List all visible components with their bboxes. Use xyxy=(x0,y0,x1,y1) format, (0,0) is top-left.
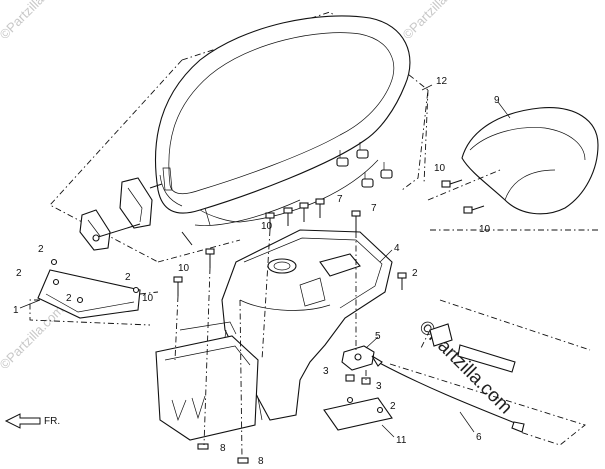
watermark-top-left: ©Partzilla.com xyxy=(0,0,67,42)
callout-7-left: 7 xyxy=(337,194,343,205)
callout-3-lower: 3 xyxy=(376,381,382,392)
leader-lines xyxy=(19,84,511,438)
callout-10-bracket: 10 xyxy=(142,293,154,304)
front-label: FR. xyxy=(44,416,60,427)
callout-3-upper: 3 xyxy=(323,366,329,377)
callout-6: 6 xyxy=(476,432,482,443)
callout-10-mid: 10 xyxy=(178,263,190,274)
callout-2-plate: 2 xyxy=(390,401,396,412)
callout-2-top-left: 2 xyxy=(38,244,44,255)
callout-9: 9 xyxy=(494,95,500,106)
seat-lock-part xyxy=(341,345,375,371)
callout-7-right: 7 xyxy=(371,203,377,214)
front-direction-arrow xyxy=(4,413,41,429)
callout-4: 4 xyxy=(394,243,400,254)
callout-12: 12 xyxy=(436,76,448,87)
passenger-seat-part xyxy=(461,107,599,215)
callout-10-rear-lower: 10 xyxy=(479,224,491,235)
seat-latch-hook xyxy=(429,323,516,373)
callout-2-bracket: 2 xyxy=(125,272,131,283)
callout-2-lower-left: 2 xyxy=(66,293,72,304)
callout-10-box: 10 xyxy=(261,221,273,232)
callout-8-upper: 8 xyxy=(220,443,226,454)
callout-2-left: 2 xyxy=(16,268,22,279)
lower-tray-part xyxy=(155,321,259,441)
seat-hinge-brackets xyxy=(79,177,193,251)
latch-bracket-part xyxy=(37,269,141,319)
callout-1: 1 xyxy=(13,305,19,316)
assembly-guide-lines xyxy=(29,169,600,459)
watermark-top-right: ©Partzilla.com xyxy=(400,0,470,42)
seat-bumpers xyxy=(336,142,393,188)
seat-lock-cable xyxy=(371,355,525,433)
callout-11: 11 xyxy=(396,435,407,446)
watermark-bottom-left: ©Partzilla.com xyxy=(0,302,67,372)
callout-10-rear-upper: 10 xyxy=(434,163,446,174)
callout-5: 5 xyxy=(375,331,381,342)
seat-part xyxy=(154,15,411,226)
fasteners xyxy=(50,179,485,464)
callout-labels: 12 9 10 10 7 7 10 4 2 10 2 2 2 2 10 1 5 … xyxy=(13,76,500,467)
cover-plate-part xyxy=(323,397,393,431)
callout-2-right: 2 xyxy=(412,268,418,279)
callout-8-lower: 8 xyxy=(258,456,264,467)
